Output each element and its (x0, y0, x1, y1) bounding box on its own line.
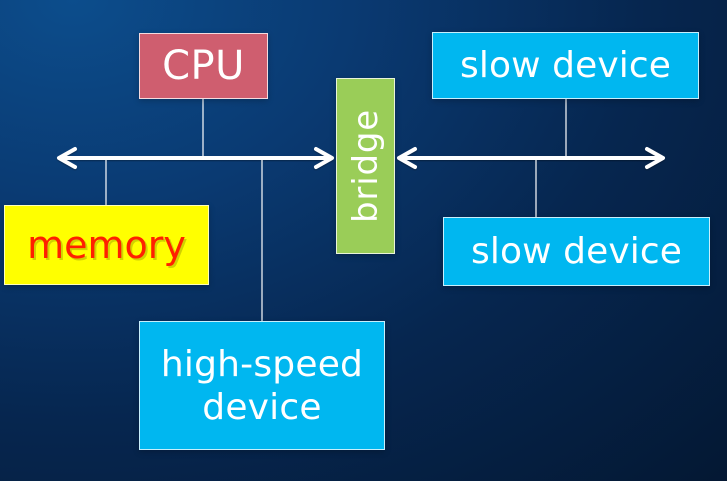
bottom-slow-device-label: slow device (470, 231, 683, 272)
memory-box: memory (4, 205, 209, 285)
right-bus-left-arrowhead (397, 147, 417, 169)
memory-label: memory (27, 223, 186, 267)
bottom-slow-device-box: slow device (443, 217, 710, 286)
high-speed-device-box: high-speed device (139, 321, 385, 450)
cpu-label: CPU (162, 43, 245, 89)
cpu-box: CPU (139, 33, 268, 99)
left-system-bus (57, 147, 334, 169)
top-slow-device-box: slow device (432, 32, 699, 99)
left-bus-right-arrowhead (314, 147, 334, 169)
right-system-bus (397, 147, 665, 169)
top-slow-device-label: slow device (459, 45, 672, 86)
high-speed-device-label-line-2: device (202, 386, 322, 428)
right-bus-right-arrowhead (645, 147, 665, 169)
bridge-box: bridge (336, 78, 395, 254)
bridge-label: bridge (345, 109, 386, 223)
device-connectors (105, 99, 567, 321)
left-bus-left-arrowhead (57, 147, 77, 169)
high-speed-device-label-line-1: high-speed (160, 344, 364, 386)
